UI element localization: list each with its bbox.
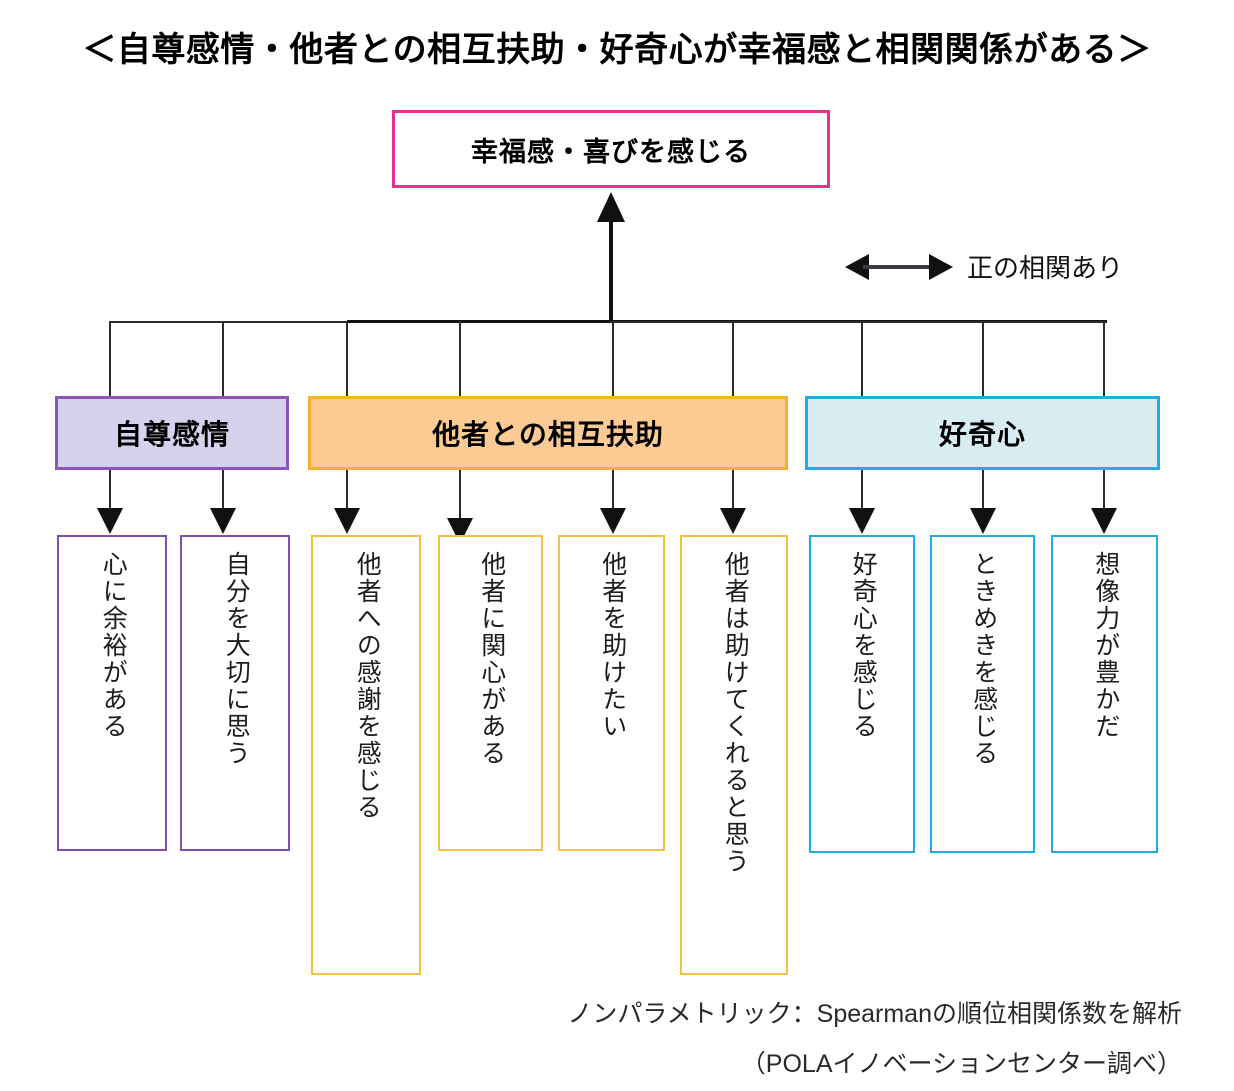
footer-method-note: ノンパラメトリック：Spearmanの順位相関係数を解析 bbox=[567, 1000, 1182, 1028]
drop-line-9 bbox=[1103, 321, 1105, 396]
drop-line-3 bbox=[346, 321, 348, 396]
leaf-label: 他者を助けたい bbox=[598, 551, 626, 740]
leaf-drop-line-8 bbox=[982, 470, 984, 520]
leaf-label: 想像力が豊かだ bbox=[1091, 551, 1119, 740]
category-box-curiosity: 好奇心 bbox=[805, 396, 1160, 470]
leaf-arrow-down-icon-2 bbox=[210, 508, 236, 534]
footer-source-note: （POLAイノベーションセンター調べ） bbox=[740, 1050, 1182, 1078]
leaf-drop-line-9 bbox=[1103, 470, 1105, 520]
main-arrow-up-icon bbox=[597, 192, 625, 222]
leaf-box-mutual-aid-2: 他者に関心がある bbox=[438, 535, 543, 851]
leaf-label: 好奇心を感じる bbox=[849, 551, 877, 740]
leaf-arrow-down-icon-3 bbox=[334, 508, 360, 534]
leaf-label: 心に余裕がある bbox=[99, 551, 127, 740]
category-box-mutual-aid: 他者との相互扶助 bbox=[308, 396, 788, 470]
legend-label: 正の相関あり bbox=[967, 253, 1124, 283]
leaf-label: 他者への感謝を感じる bbox=[353, 551, 381, 821]
category-label-curiosity: 好奇心 bbox=[938, 419, 1026, 450]
leaf-box-mutual-aid-1: 他者への感謝を感じる bbox=[311, 535, 421, 975]
leaf-drop-line-5 bbox=[612, 470, 614, 520]
category-box-self-esteem: 自尊感情 bbox=[55, 396, 289, 470]
bus-line-right bbox=[610, 321, 1106, 323]
leaf-arrow-down-icon-1 bbox=[97, 508, 123, 534]
leaf-drop-line-7 bbox=[861, 470, 863, 520]
legend: 正の相関あり bbox=[845, 248, 1123, 285]
leaf-drop-line-2 bbox=[222, 470, 224, 520]
leaf-label: 他者は助けてくれると思う bbox=[721, 551, 749, 875]
leaf-arrow-down-icon-8 bbox=[970, 508, 996, 534]
leaf-box-self-esteem-2: 自分を大切に思う bbox=[180, 535, 290, 851]
leaf-drop-line-6 bbox=[732, 470, 734, 520]
leaf-label: 自分を大切に思う bbox=[222, 551, 250, 767]
leaf-label: 他者に関心がある bbox=[477, 551, 505, 767]
drop-line-5 bbox=[612, 321, 614, 396]
drop-line-4 bbox=[459, 321, 461, 396]
leaf-drop-line-3 bbox=[346, 470, 348, 520]
leaf-arrow-down-icon-5 bbox=[600, 508, 626, 534]
leaf-arrow-down-icon-9 bbox=[1091, 508, 1117, 534]
outcome-label: 幸福感・喜びを感じる bbox=[471, 136, 751, 167]
leaf-box-mutual-aid-3: 他者を助けたい bbox=[558, 535, 665, 851]
drop-line-1 bbox=[109, 321, 111, 396]
leaf-box-self-esteem-1: 心に余裕がある bbox=[57, 535, 167, 851]
leaf-arrow-down-icon-7 bbox=[849, 508, 875, 534]
drop-line-8 bbox=[982, 321, 984, 396]
leaf-box-curiosity-2: ときめきを感じる bbox=[930, 535, 1035, 853]
drop-line-6 bbox=[732, 321, 734, 396]
leaf-arrow-down-icon-6 bbox=[720, 508, 746, 534]
leaf-box-curiosity-3: 想像力が豊かだ bbox=[1051, 535, 1158, 853]
main-stem-line bbox=[609, 222, 613, 322]
page-title: ＜自尊感情・他者との相互扶助・好奇心が幸福感と相関関係がある＞ bbox=[82, 31, 1152, 69]
drop-line-7 bbox=[861, 321, 863, 396]
leaf-box-curiosity-1: 好奇心を感じる bbox=[809, 535, 915, 853]
double-headed-arrow-icon bbox=[845, 253, 953, 280]
leaf-drop-line-1 bbox=[109, 470, 111, 520]
leaf-box-mutual-aid-4: 他者は助けてくれると思う bbox=[680, 535, 788, 975]
category-label-mutual-aid: 他者との相互扶助 bbox=[432, 419, 664, 450]
drop-line-2 bbox=[222, 321, 224, 396]
leaf-drop-line-4 bbox=[459, 470, 461, 530]
leaf-label: ときめきを感じる bbox=[969, 551, 997, 767]
outcome-box: 幸福感・喜びを感じる bbox=[392, 110, 830, 188]
category-label-self-esteem: 自尊感情 bbox=[113, 419, 230, 450]
